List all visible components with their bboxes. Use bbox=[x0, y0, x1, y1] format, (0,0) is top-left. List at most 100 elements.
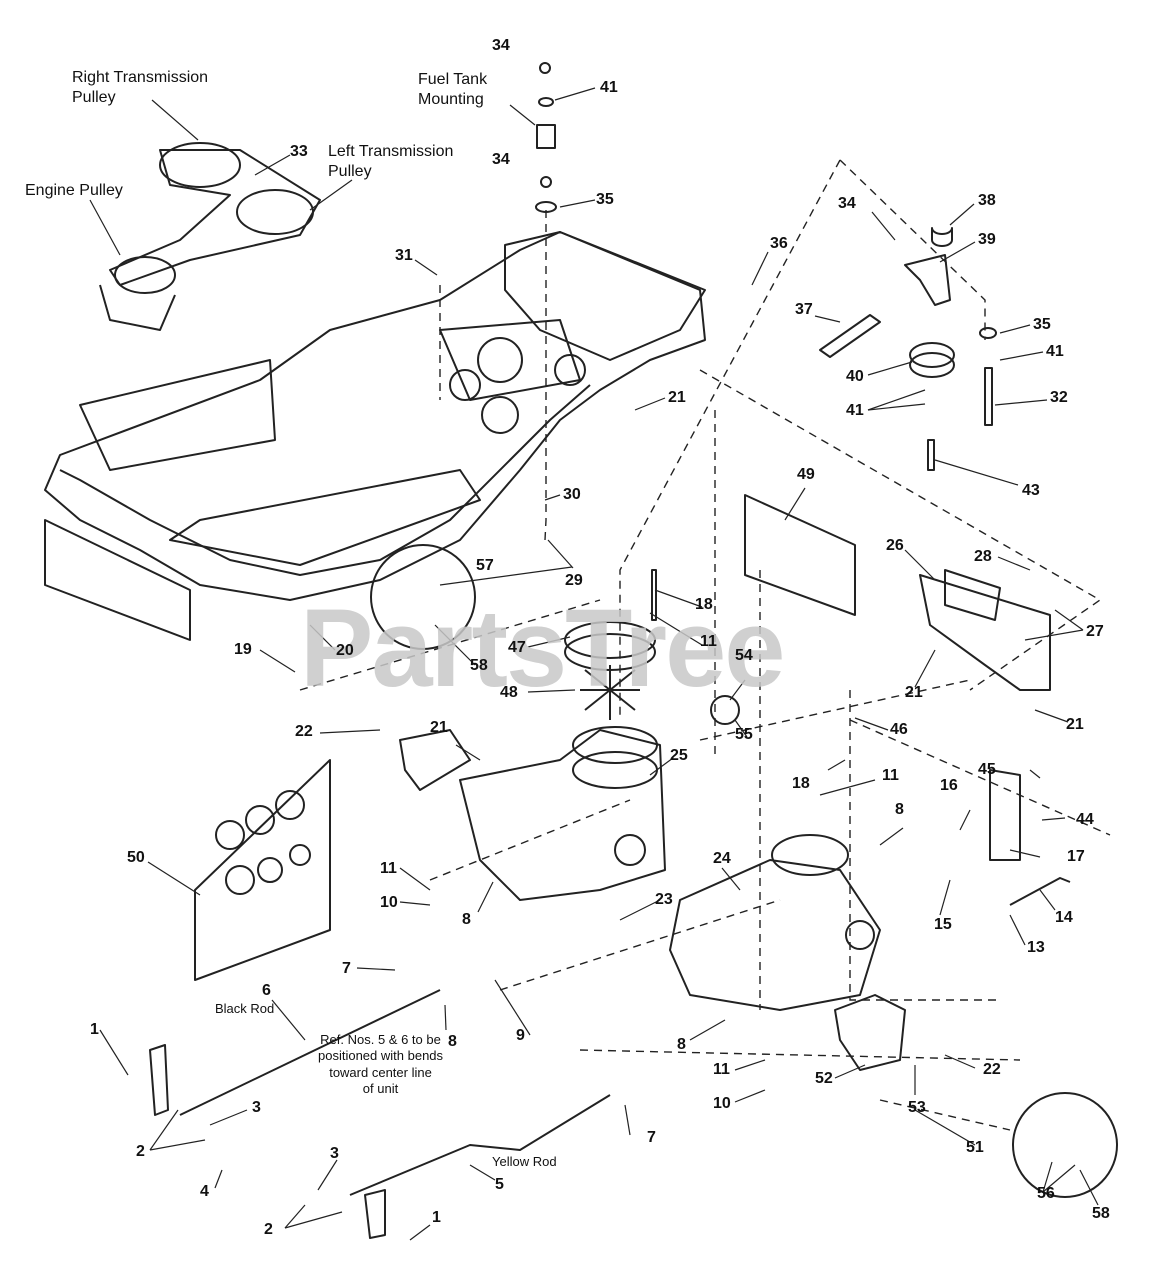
callout-56: 56 bbox=[1037, 1185, 1055, 1202]
callout-38: 38 bbox=[978, 192, 996, 209]
detail-circle-57-58 bbox=[370, 544, 476, 650]
callout-10-lower: 10 bbox=[713, 1095, 731, 1112]
caption-engine-pulley: Engine Pulley bbox=[25, 182, 123, 199]
callout-52: 52 bbox=[815, 1070, 833, 1087]
caption-yellow-rod: Yellow Rod bbox=[492, 1154, 557, 1169]
callout-44: 44 bbox=[1076, 811, 1094, 828]
callout-33: 33 bbox=[290, 143, 308, 160]
callout-29: 29 bbox=[565, 572, 583, 589]
callout-8-lower: 8 bbox=[677, 1036, 686, 1053]
leader-lines bbox=[89, 87, 1099, 1241]
callout-22-upper: 22 bbox=[295, 723, 313, 740]
callout-34-right: 34 bbox=[838, 195, 856, 212]
caption-right-transmission-pulley: Right Transmission Pulley bbox=[72, 69, 209, 106]
callout-41-lower: 41 bbox=[846, 402, 864, 419]
callout-58-right: 58 bbox=[1092, 1205, 1110, 1222]
detail-circle-56-58 bbox=[1012, 1092, 1118, 1198]
callout-1-lower: 1 bbox=[432, 1209, 441, 1226]
caption-black-rod: Black Rod bbox=[215, 1001, 275, 1016]
callout-27: 27 bbox=[1086, 623, 1104, 640]
caption-rod-note: Ref. Nos. 5 & 6 to be positioned with be… bbox=[318, 1032, 444, 1096]
callout-34-mid: 34 bbox=[492, 151, 510, 168]
callout-13: 13 bbox=[1027, 939, 1045, 956]
callout-30: 30 bbox=[563, 486, 581, 503]
callout-11-left: 11 bbox=[380, 860, 397, 877]
callout-49: 49 bbox=[797, 466, 815, 483]
callout-32: 32 bbox=[1050, 389, 1068, 406]
callout-23: 23 bbox=[655, 891, 673, 908]
caption-fuel-tank-mounting: Fuel Tank Mounting bbox=[418, 71, 488, 108]
callout-46: 46 bbox=[890, 721, 908, 738]
callout-50: 50 bbox=[127, 849, 145, 866]
callout-7-upper: 7 bbox=[342, 960, 351, 977]
callout-6: 6 bbox=[262, 982, 271, 999]
dashed-assembly-lines bbox=[299, 159, 1111, 1131]
callout-25: 25 bbox=[670, 747, 688, 764]
callout-36: 36 bbox=[770, 235, 788, 252]
callout-20: 20 bbox=[336, 642, 354, 659]
callout-41-top: 41 bbox=[600, 79, 618, 96]
callout-21-right: 21 bbox=[1066, 716, 1084, 733]
callout-21-bracket: 21 bbox=[905, 684, 923, 701]
callout-18-lower: 18 bbox=[792, 775, 810, 792]
callout-21-mid: 21 bbox=[430, 719, 448, 736]
callout-34-top: 34 bbox=[492, 37, 510, 54]
callout-37: 37 bbox=[795, 301, 813, 318]
callout-1-upper: 1 bbox=[90, 1021, 99, 1038]
callout-53: 53 bbox=[908, 1099, 926, 1116]
bracket-assembly bbox=[919, 569, 1071, 906]
callout-21-upper: 21 bbox=[668, 389, 686, 406]
callout-26: 26 bbox=[886, 537, 904, 554]
watermark: PartsTree bbox=[300, 587, 785, 710]
callout-15: 15 bbox=[934, 916, 952, 933]
callout-47: 47 bbox=[508, 639, 526, 656]
callout-2-upper: 2 bbox=[136, 1143, 145, 1160]
callout-57: 57 bbox=[476, 557, 494, 574]
callout-8-left: 8 bbox=[462, 911, 471, 928]
callout-14: 14 bbox=[1055, 909, 1073, 926]
callout-54: 54 bbox=[735, 647, 753, 664]
callout-3-lower: 3 bbox=[330, 1145, 339, 1162]
callout-11-lower: 11 bbox=[713, 1061, 730, 1078]
callout-41-right: 41 bbox=[1046, 343, 1064, 360]
callout-11-mid: 11 bbox=[882, 767, 899, 784]
callout-2-lower: 2 bbox=[264, 1221, 273, 1238]
control-rods bbox=[149, 989, 611, 1239]
callout-16: 16 bbox=[940, 777, 958, 794]
callout-19: 19 bbox=[234, 641, 252, 658]
caption-left-transmission-pulley: Left Transmission Pulley bbox=[328, 143, 454, 180]
callout-4: 4 bbox=[200, 1183, 209, 1200]
callout-43: 43 bbox=[1022, 482, 1040, 499]
main-frame bbox=[44, 231, 706, 641]
hardware-panels bbox=[194, 494, 856, 981]
fuel-tank-mount bbox=[535, 62, 557, 213]
drive-belt bbox=[99, 142, 321, 331]
callout-58-left: 58 bbox=[470, 657, 488, 674]
callout-31: 31 bbox=[395, 247, 413, 264]
callout-8-rod: 8 bbox=[448, 1033, 457, 1050]
callout-35-right: 35 bbox=[1033, 316, 1051, 333]
callout-51: 51 bbox=[966, 1139, 984, 1156]
callout-7-lower: 7 bbox=[647, 1129, 656, 1146]
callout-9: 9 bbox=[516, 1027, 525, 1044]
callout-35-top: 35 bbox=[596, 191, 614, 208]
callout-11-upper: 11 bbox=[700, 633, 717, 650]
callout-22-lower: 22 bbox=[983, 1061, 1001, 1078]
callout-5: 5 bbox=[495, 1176, 504, 1193]
idler-assembly bbox=[819, 227, 997, 471]
fan-pulley bbox=[564, 569, 740, 725]
right-transaxle bbox=[669, 834, 906, 1071]
callout-8-right: 8 bbox=[895, 801, 904, 818]
callout-24: 24 bbox=[713, 850, 731, 867]
callout-3-upper: 3 bbox=[252, 1099, 261, 1116]
callout-39: 39 bbox=[978, 231, 996, 248]
callout-55: 55 bbox=[735, 726, 753, 743]
callout-18-upper: 18 bbox=[695, 596, 713, 613]
callout-40: 40 bbox=[846, 368, 864, 385]
callout-28: 28 bbox=[974, 548, 992, 565]
callout-45: 45 bbox=[978, 761, 996, 778]
callout-48: 48 bbox=[500, 684, 518, 701]
callout-10-left: 10 bbox=[380, 894, 398, 911]
left-transaxle bbox=[399, 726, 666, 901]
